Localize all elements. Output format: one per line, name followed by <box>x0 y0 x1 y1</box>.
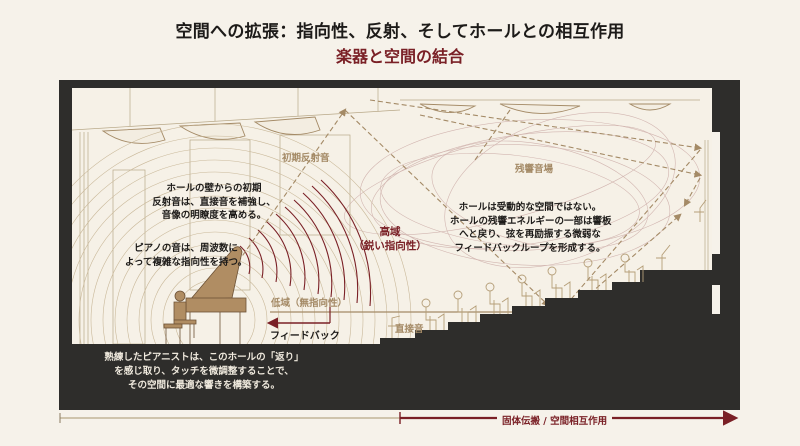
audience-seat-icon <box>388 199 707 338</box>
sound-wave-icon <box>72 123 412 344</box>
reverb-field-label: 残響音場 <box>515 164 554 175</box>
pianist-caption: 熟練したピアニストは、このホールの「返り」 を感じ取り、タッチを微調整することで… <box>104 352 304 391</box>
pianist-icon <box>163 290 197 344</box>
high-frequency-label: 高域 （鋭い指向性） <box>353 226 427 252</box>
page-title: 空間への拡張：指向性、反射、そしてホールとの相互作用 <box>175 22 625 42</box>
grand-piano-icon <box>185 246 247 344</box>
timeline-label: 固体伝搬 / 空間相互作用 <box>497 413 613 427</box>
caption-box <box>59 344 351 410</box>
early-reflection-note: ホールの壁からの初期 反射音は、直接音を補強し、 音像の明瞭度を高める。 <box>152 183 276 221</box>
high-frequency-beam <box>231 179 372 307</box>
early-reflection-label: 初期反射音 <box>282 153 330 164</box>
hall-feedback-note: ホールは受動的な空間ではない。 ホールの残響エネルギーの一部は響板 へと戻り、弦… <box>450 202 612 254</box>
page-subtitle: 楽器と空間の結合 <box>335 47 464 66</box>
feedback-label: フィードバック <box>270 331 340 342</box>
piano-directivity-note: ピアノの音は、周波数に よって複雑な指向性を持つ。 <box>124 243 248 268</box>
low-frequency-label: 低域（無指向性） <box>271 298 348 309</box>
curtain-drape-icon <box>101 103 672 144</box>
direct-sound-label: 直接音 <box>395 324 424 335</box>
